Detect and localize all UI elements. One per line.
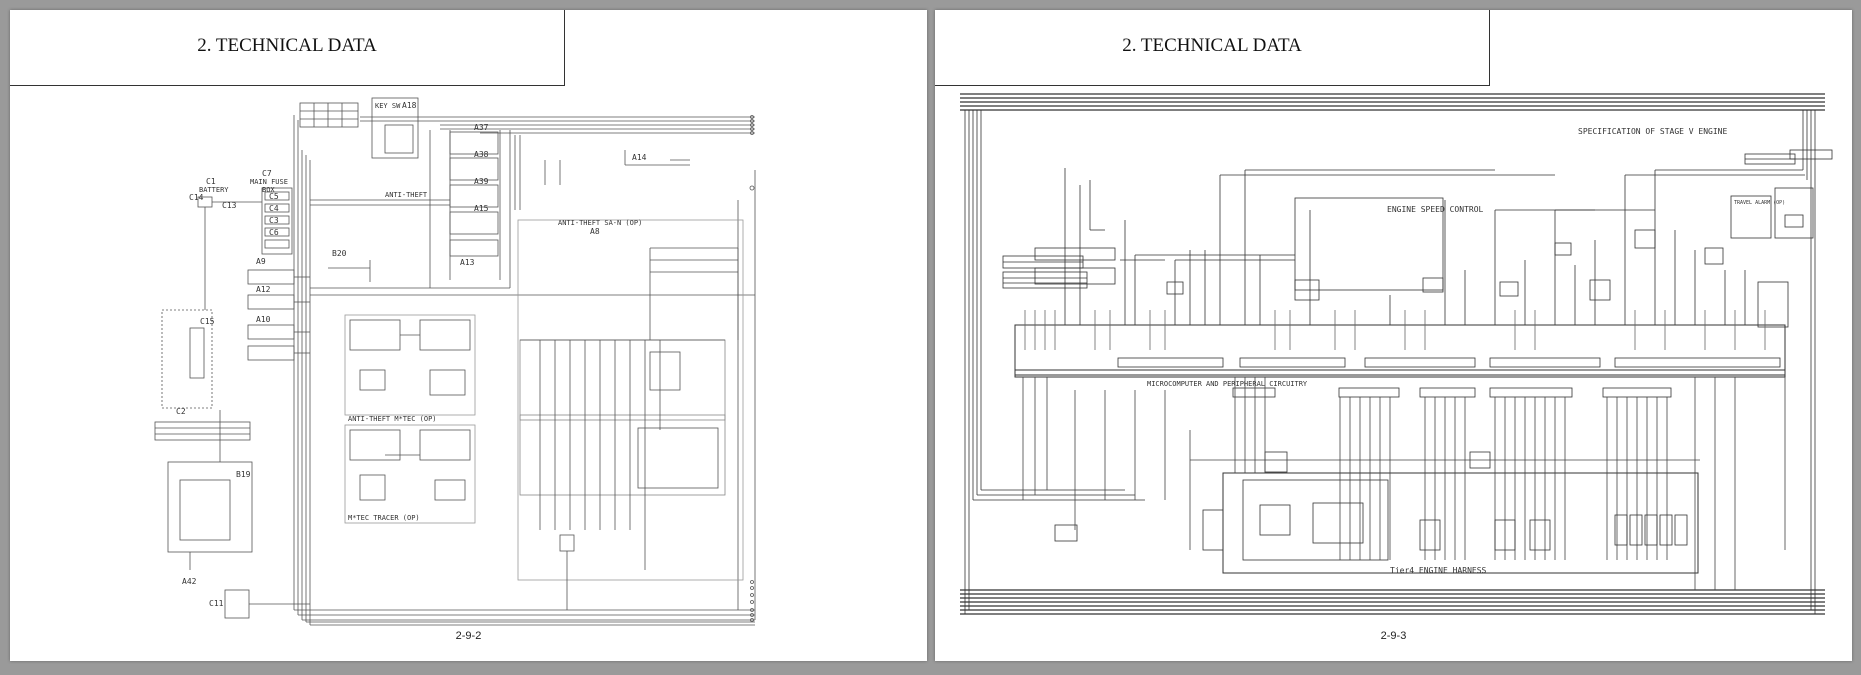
label-c13: C13	[222, 201, 237, 210]
label-battery: BATTERY	[199, 186, 229, 194]
wiring-diagram-left	[154, 97, 756, 626]
label-anti-theft-mtec: ANTI-THEFT M*TEC (OP)	[348, 415, 437, 423]
diagram-labels-left: C1 BATTERY C14 C13 C7 MAIN FUSE BOX C5 C…	[176, 101, 647, 608]
microcomputer-top-pins	[1024, 310, 1766, 350]
bus-lines-top	[360, 115, 755, 191]
upper-control-wiring	[1064, 168, 1805, 325]
label-c7: C7	[262, 169, 272, 178]
page-number: 2-9-2	[455, 630, 482, 642]
legend-tables	[1002, 255, 1088, 289]
harness-connectors	[1419, 514, 1688, 551]
label-key-sw: KEY SW	[375, 102, 401, 110]
label-mtec-tracer: M*TEC TRACER (OP)	[348, 514, 420, 522]
label-tier4-harness: Tier4 ENGINE HARNESS	[1390, 566, 1487, 575]
document-page-left: 2. TECHNICAL DATA	[10, 10, 927, 661]
label-c15: C15	[200, 317, 215, 326]
header-title: 2. TECHNICAL DATA	[1122, 35, 1302, 56]
page-number: 2-9-3	[1380, 630, 1407, 642]
label-spec-stage-v: SPECIFICATION OF STAGE V ENGINE	[1578, 127, 1727, 136]
label-box: BOX	[262, 186, 275, 194]
label-microcomputer: MICROCOMPUTER AND PERIPHERAL CIRCUITRY	[1147, 380, 1308, 388]
label-anti-theft-op: ANTI-THEFT SA-N (OP)	[558, 219, 642, 227]
main-fuse-box	[197, 187, 293, 310]
label-a18: A18	[402, 101, 417, 110]
label-c2: C2	[176, 407, 186, 416]
right-rails	[1802, 110, 1816, 614]
top-bus-lines	[960, 93, 1825, 111]
right-edge-connectors	[750, 580, 754, 622]
label-b20: B20	[332, 249, 347, 258]
label-a12: A12	[256, 285, 271, 294]
label-main-fuse: MAIN FUSE	[250, 178, 288, 186]
bottom-bus-lines	[960, 589, 1825, 615]
header-title: 2. TECHNICAL DATA	[197, 35, 377, 56]
label-c5: C5	[269, 192, 279, 201]
label-c1: C1	[206, 177, 216, 186]
a14-component	[624, 150, 690, 166]
relay-group	[310, 131, 499, 257]
label-c11: C11	[209, 599, 224, 608]
spec-table	[1744, 153, 1796, 165]
label-c3: C3	[269, 216, 279, 225]
anti-theft-mtec-box	[344, 314, 476, 416]
label-a39: A39	[474, 177, 489, 186]
label-a9: A9	[256, 257, 266, 266]
document-page-right: 2. TECHNICAL DATA	[935, 10, 1852, 661]
key-switch-table	[299, 97, 419, 159]
label-a14: A14	[632, 153, 647, 162]
anti-theft-sa-n-box	[517, 219, 744, 610]
left-rails	[964, 110, 1145, 614]
label-travel-alarm: TRAVEL ALARM (OP)	[1734, 200, 1785, 206]
label-c4: C4	[269, 204, 279, 213]
label-c14: C14	[189, 193, 204, 202]
label-a8: A8	[590, 227, 600, 236]
label-anti-theft: ANTI-THEFT	[385, 191, 428, 199]
diagram-labels-right: SPECIFICATION OF STAGE V ENGINE ENGINE S…	[1147, 127, 1785, 575]
label-a10: A10	[256, 315, 271, 324]
label-a37: A37	[474, 123, 489, 132]
left-component-boxes	[154, 309, 310, 619]
engine-harness-box	[1054, 387, 1699, 574]
travel-alarm-box	[1730, 195, 1772, 239]
label-a13: A13	[460, 258, 475, 267]
label-a15: A15	[474, 204, 489, 213]
label-a38: A38	[474, 150, 489, 159]
trunk-lines	[293, 115, 756, 626]
label-b19: B19	[236, 470, 251, 479]
label-a42: A42	[182, 577, 197, 586]
label-c6: C6	[269, 228, 279, 237]
header-title-box: 2. TECHNICAL DATA	[10, 10, 565, 86]
wiring-diagram-right	[960, 93, 1833, 615]
label-engine-speed-control: ENGINE SPEED CONTROL	[1387, 205, 1484, 214]
header-title-box: 2. TECHNICAL DATA	[935, 10, 1490, 86]
mtec-tracer-box	[344, 424, 476, 524]
microcomputer-block	[1014, 324, 1786, 378]
